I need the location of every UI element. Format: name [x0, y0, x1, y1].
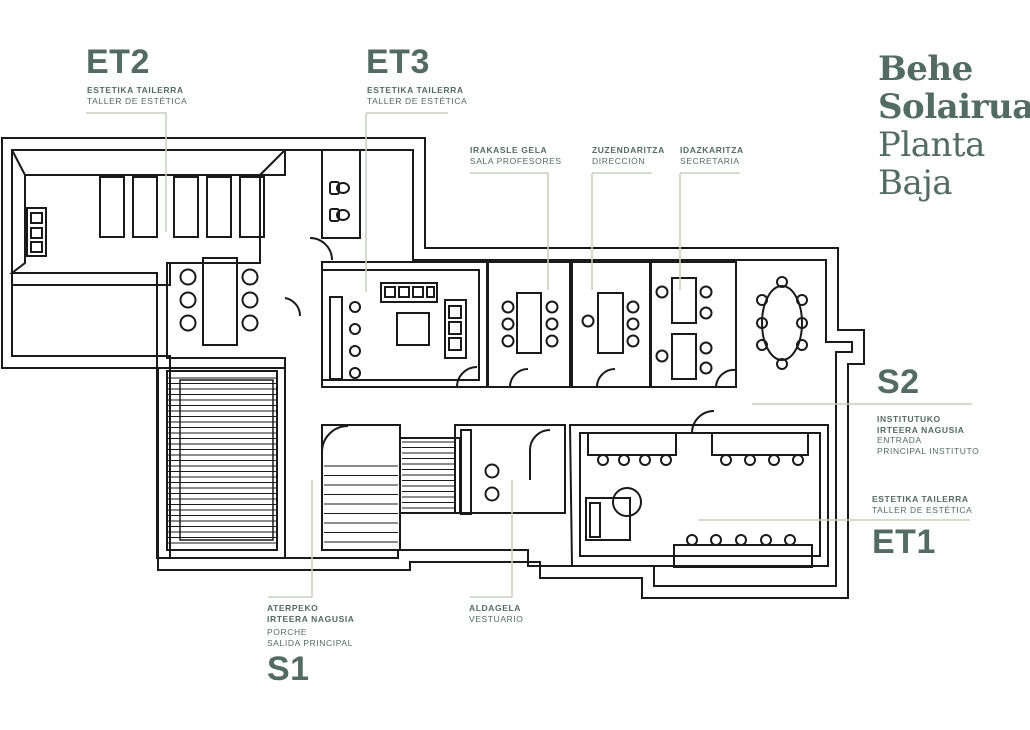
leader-irakasle [470, 172, 549, 290]
label-s2-es-1: ENTRADA [877, 435, 922, 445]
round-table [612, 487, 642, 517]
coffee-table [396, 312, 430, 346]
desk [597, 292, 624, 354]
central-stairs-steps [402, 441, 454, 509]
et2-room [9, 149, 286, 369]
label-s1-eu-1: ATERPEKO [267, 603, 319, 613]
space-code-s2: S2 [877, 363, 920, 401]
sink-unit [26, 207, 47, 257]
hall-meeting-table [756, 276, 808, 370]
label-s1-es-2: SALIDA PRINCIPAL [267, 637, 353, 648]
label-s1-eu-2: IRTEERA NAGUSIA [267, 613, 355, 624]
title-line-2: Solairua [878, 87, 1030, 127]
desk [671, 333, 697, 380]
porch-stairs-steps [324, 465, 398, 543]
leader-et2 [86, 112, 167, 232]
label-zuzendaritza-es: DIRECCIÓN [592, 155, 646, 166]
label-et3-es: TALLER DE ESTÉTICA [367, 95, 468, 106]
workbench [587, 432, 677, 456]
label-idazkaritza: IDAZKARITZA SECRETARIA [680, 145, 744, 166]
label-idazkaritza-es: SECRETARIA [680, 155, 740, 166]
stairs-west-steps [168, 377, 276, 544]
label-et2: ESTETIKA TAILERRA TALLER DE ESTÉTICA [87, 85, 187, 106]
treatment-bed [132, 176, 158, 238]
et1-room [568, 424, 829, 567]
space-code-s1: S1 [267, 650, 310, 688]
treatment-bed [206, 176, 232, 238]
space-code-et2: ET2 [86, 43, 150, 81]
meeting-table [516, 292, 542, 354]
sofa [444, 299, 467, 359]
label-irakasle-gela: IRAKASLE GELA SALA PROFESORES [470, 145, 562, 166]
label-et3: ESTETIKA TAILERRA TALLER DE ESTÉTICA [367, 85, 467, 106]
label-zuzendaritza: ZUZENDARITZA DIRECCIÓN [592, 145, 665, 166]
irakasle-room [487, 261, 571, 388]
leader-aldagela [470, 480, 513, 598]
label-aldagela-eu: ALDAGELA [469, 603, 522, 613]
label-et1: ESTETIKA TAILERRA TALLER DE ESTÉTICA [872, 494, 972, 515]
treatment-bed [99, 176, 125, 238]
label-et2-es: TALLER DE ESTÉTICA [87, 95, 188, 106]
space-code-et3: ET3 [366, 43, 430, 81]
label-s2-es-2: PRINCIPAL INSTITUTO [877, 445, 980, 456]
et3-room [321, 261, 488, 388]
title-line-1: Behe [878, 49, 973, 89]
stairs-west [156, 367, 286, 559]
wc-block [284, 149, 361, 317]
outer-wall [1, 137, 865, 599]
title-line-4: Baja [878, 163, 953, 203]
label-s1: ATERPEKO IRTEERA NAGUSIA PORCHE SALIDA P… [267, 603, 355, 648]
workbench [711, 432, 809, 456]
label-et1-es: TALLER DE ESTÉTICA [872, 504, 973, 515]
aldagela-room [454, 424, 566, 514]
label-irakasle-es: SALA PROFESORES [470, 155, 562, 166]
label-zuzendaritza-eu: ZUZENDARITZA [592, 145, 665, 155]
corner-sofa [585, 497, 631, 541]
space-code-et1: ET1 [872, 523, 936, 561]
label-et2-eu: ESTETIKA TAILERRA [87, 85, 184, 95]
treatment-bed [173, 176, 199, 238]
floor-title: Behe Solairua Planta Baja [878, 50, 1030, 202]
sofa [380, 282, 438, 303]
idazkaritza-room [650, 261, 737, 388]
label-aldagela-es: VESTUARIO [469, 613, 524, 624]
leader-s1 [268, 480, 313, 598]
work-table [202, 257, 238, 346]
label-et3-eu: ESTETIKA TAILERRA [367, 85, 464, 95]
label-et1-eu: ESTETIKA TAILERRA [872, 494, 969, 504]
leader-lines [86, 112, 972, 598]
porch-stairs [321, 424, 401, 551]
label-s1-es-1: PORCHE [267, 627, 307, 637]
label-s2-eu-2: IRTEERA NAGUSIA [877, 424, 965, 435]
title-line-3: Planta [878, 125, 985, 165]
label-s2-eu-1: INSTITUTUKO [877, 414, 941, 424]
desk [671, 277, 697, 324]
label-idazkaritza-eu: IDAZKARITZA [680, 145, 744, 155]
label-s2: INSTITUTUKO IRTEERA NAGUSIA ENTRADA PRIN… [877, 414, 979, 456]
treatment-bed [239, 176, 265, 238]
label-aldagela: ALDAGELA VESTUARIO [469, 603, 524, 624]
label-irakasle-eu: IRAKASLE GELA [470, 145, 548, 155]
